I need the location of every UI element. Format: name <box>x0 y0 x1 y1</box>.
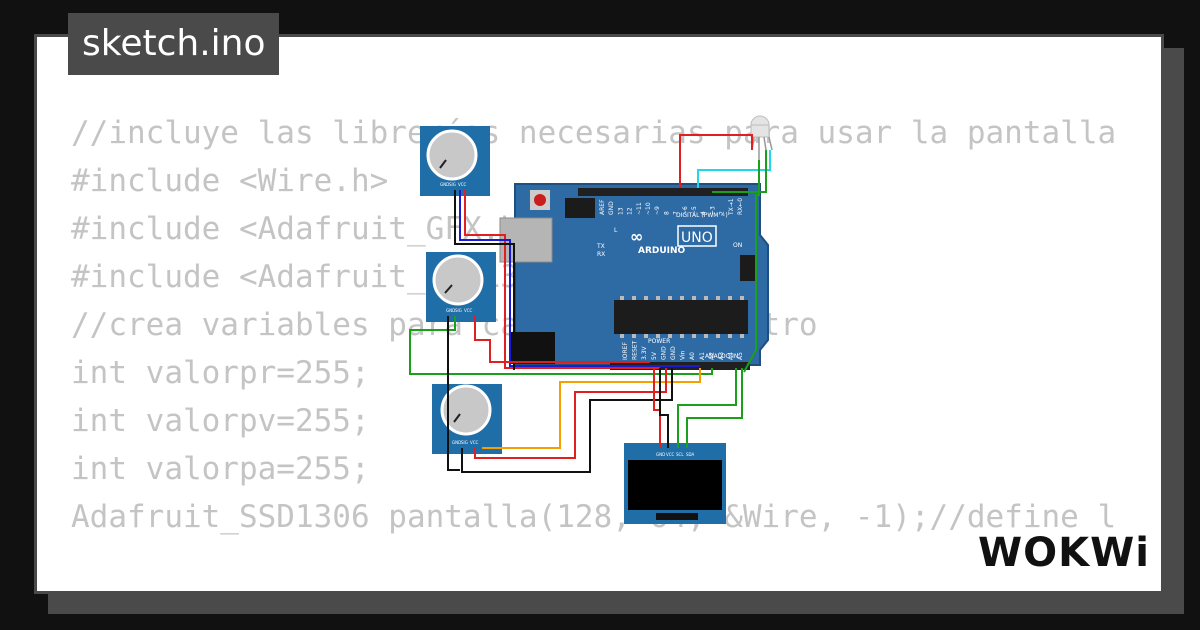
pot-pin-label: SIG <box>461 440 468 445</box>
atmega-chip <box>614 300 748 334</box>
power-pin-label: IOREF <box>622 342 629 360</box>
pot-pin-label: VCC <box>458 182 467 187</box>
wire-orange-pot3 <box>482 368 701 449</box>
digital-pin-label: ~6 <box>682 206 689 215</box>
led-label-rx: RX <box>597 251 605 258</box>
power-pin-label: A2 <box>708 352 715 360</box>
icsp2-header <box>740 255 756 281</box>
pot-pin-label: GND <box>440 182 449 187</box>
rgb-led[interactable] <box>750 115 773 160</box>
digital-pin-label: ~11 <box>636 202 643 215</box>
code-line: Adafruit_SSD1306 pantalla(128, 64, &Wire… <box>71 499 1117 535</box>
power-pin-label: RESET <box>632 340 639 360</box>
power-pin-label: A0 <box>689 352 696 360</box>
power-pin-label: GND <box>660 346 667 360</box>
oled-pin-label: VCC <box>666 452 675 457</box>
wire-cyan-led <box>697 150 771 188</box>
power-jack <box>510 332 555 364</box>
wire-green-oled-scl <box>677 368 737 448</box>
on-led-label: ON <box>733 242 742 249</box>
led-label-tx: TX <box>596 243 605 250</box>
wire-green-led-gnd <box>743 160 760 373</box>
oled-pin-label: GND <box>656 452 665 457</box>
infinity-logo: ∞ <box>630 227 643 246</box>
digital-pin-label: 2 <box>719 211 726 215</box>
digital-pin-label: 13 <box>617 207 624 215</box>
pot-pin-label: VCC <box>464 308 473 313</box>
pot-pin-label: GND <box>452 440 461 445</box>
power-pin-label: Vin <box>680 350 687 360</box>
digital-pin-label: GND <box>608 201 615 215</box>
pot-pin-label: SIG <box>455 308 462 313</box>
power-pin-label: A4 <box>728 352 735 360</box>
digital-pin-label: ~9 <box>654 206 661 215</box>
power-pin-label: 3.3V <box>641 345 648 360</box>
code-line: #include <Wire.h> <box>71 163 389 199</box>
code-line: //incluye las librerías necesarias para … <box>71 115 1117 151</box>
board-model: UNO <box>681 230 713 246</box>
power-header-label: POWER <box>648 338 670 345</box>
arduino-uno-board[interactable]: ARDUINO ∞ UNO DIGITAL (PWM ~) ANALOG IN … <box>499 183 769 370</box>
digital-header <box>578 188 748 196</box>
code-line: int valorpr=255; <box>71 355 370 391</box>
icsp-header <box>565 198 595 218</box>
arduino-logo-text: ARDUINO <box>638 246 686 256</box>
wire-black-pot2 <box>447 316 460 471</box>
digital-pin-label: 4 <box>700 211 707 215</box>
oled-screen <box>628 460 722 510</box>
code-line: int valorpa=255; <box>71 451 370 487</box>
digital-pin-label: AREF <box>599 199 606 215</box>
power-pin-label: 5V <box>651 351 658 360</box>
oled-pin-label: SDA <box>686 452 695 457</box>
wire-red-led <box>679 134 753 188</box>
power-pin-label: A3 <box>718 352 725 360</box>
wire-red-pot3 <box>474 368 667 459</box>
wokwi-logo: WOKWi <box>978 530 1150 576</box>
digital-pin-label: 12 <box>627 207 634 215</box>
pot-pin-label: GND <box>446 308 455 313</box>
digital-pin-label: ~5 <box>691 206 698 215</box>
analog-header-label: ANALOG IN <box>705 353 738 360</box>
pot-pin-label: VCC <box>470 440 479 445</box>
power-pin-label: GND <box>670 346 677 360</box>
wire-black-oled <box>659 368 669 448</box>
wire-red-pot2 <box>474 316 650 363</box>
wire-red-pot1 <box>464 190 660 369</box>
power-pin-label: A5 <box>737 352 744 360</box>
wire-black-pot1 <box>454 190 515 370</box>
wires <box>409 134 771 473</box>
wire-green-led <box>712 150 767 193</box>
wire-green-oled-sda <box>686 368 743 448</box>
digital-header-label: DIGITAL (PWM ~) <box>676 212 728 219</box>
power-pin-label: A1 <box>699 352 706 360</box>
digital-pin-label: 8 <box>663 211 670 215</box>
digital-pin-label: ~3 <box>709 206 716 215</box>
digital-pin-label: TX→1 <box>728 198 735 216</box>
digital-pin-label: ~10 <box>645 202 652 215</box>
wire-green-pot2 <box>409 316 713 375</box>
file-title: sketch.ino <box>68 13 280 75</box>
wire-red-oled <box>653 368 661 448</box>
digital-pin-label: RX←0 <box>737 198 744 215</box>
wire-blue-pot1 <box>459 190 700 367</box>
led-label-l: L <box>614 227 618 234</box>
oled-pin-label: SCL <box>676 452 684 457</box>
digital-pin-label: 7 <box>673 211 680 215</box>
code-line: int valorpv=255; <box>71 403 370 439</box>
code-view: //incluye las librerías necesarias para … <box>71 109 1133 591</box>
wire-black-pot3 <box>461 368 673 473</box>
pot-pin-label: SIG <box>449 182 456 187</box>
